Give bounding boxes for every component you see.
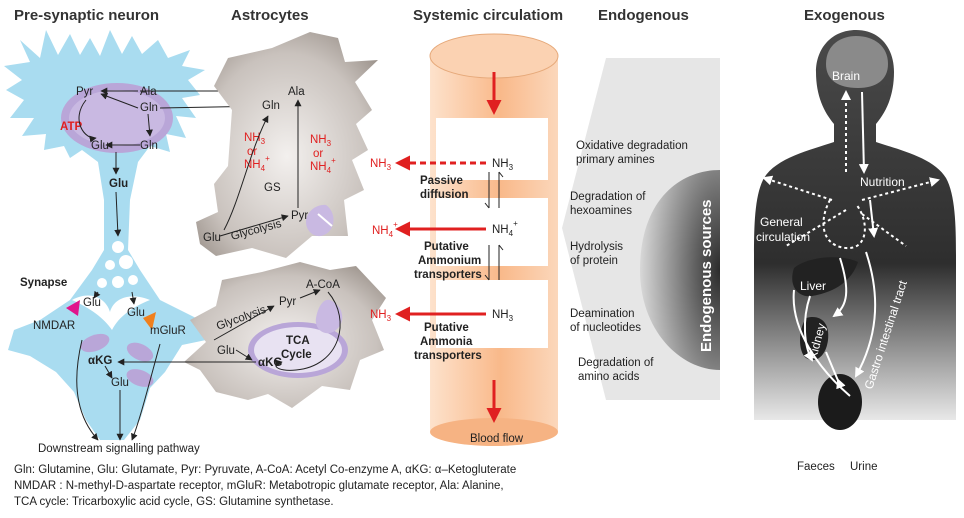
astro-bottom-acoa: A-CoA [306, 279, 340, 291]
ammonia-tr-1: Putative [424, 322, 469, 334]
neuron-pyr: Pyr [76, 86, 93, 98]
astro-top-nh3-a: NH3 [244, 132, 266, 146]
source-2a: Degradation of [570, 191, 646, 203]
blood-flow-label: Blood flow [470, 433, 524, 445]
synapse-label: Synapse [20, 277, 67, 289]
nutrition-label: Nutrition [860, 175, 905, 189]
endogenous-sources-label: Endogenous sources [698, 199, 715, 352]
neuron-gln-2: Gln [140, 140, 158, 152]
astro-bottom-pyr: Pyr [279, 296, 296, 308]
nh3-left-2: NH3 [370, 309, 392, 323]
nh4-right: NH4+ [492, 219, 518, 238]
legend-line-3: TCA cycle: Tricarboxylic acid cycle, GS:… [14, 496, 334, 508]
neuron-ala: Ala [140, 86, 157, 98]
neuron-glu-mid: Glu [127, 307, 145, 319]
neuron-glu-low: Glu [111, 377, 129, 389]
urine-label: Urine [850, 461, 877, 473]
downstream-label: Downstream signalling pathway [38, 443, 200, 455]
source-5a: Degradation of [578, 357, 654, 369]
abbreviation-legend: Gln: Glutamine, Glu: Glutamate, Pyr: Pyr… [14, 462, 954, 510]
astro-top-pyr: Pyr [291, 210, 308, 222]
ammonium-tr-2: Ammonium [418, 255, 481, 267]
header-endogenous: Endogenous [598, 7, 689, 24]
neuron-atp: ATP [60, 121, 82, 133]
gut-icon [818, 374, 862, 430]
header-exogenous: Exogenous [804, 7, 885, 24]
ammonia-tr-2: Ammonia [420, 336, 473, 348]
source-4a: Deamination [570, 308, 635, 320]
source-1a: Oxidative degradation [576, 140, 688, 152]
exogenous-body: Brain Nutrition General circulation Live… [754, 30, 956, 473]
ammonia-tr-3: transporters [414, 350, 482, 362]
general-circulation-1: General [760, 215, 803, 229]
systemic-vessel: NH3 NH3 Passive diffusion NH4+ NH4+ Puta… [370, 33, 559, 446]
brain-label: Brain [832, 69, 860, 83]
astro-top-nh3-b: NH3 [310, 134, 332, 148]
mglur-label: mGluR [150, 325, 186, 337]
tca-label-1: TCA [286, 335, 310, 347]
liver-label: Liver [800, 279, 826, 293]
astrocyte-top: Ala Gln NH3 or NH4+ NH3 or NH4+ GS Pyr G… [196, 32, 378, 258]
nh4-left: NH4+ [372, 220, 398, 239]
header-astrocytes: Astrocytes [231, 7, 309, 24]
nh3-left-1: NH3 [370, 158, 392, 172]
astrocyte-bottom: A-CoA Pyr Glycolysis TCA Cycle Glu αKG [117, 262, 386, 408]
astro-top-gs: GS [264, 182, 281, 194]
passive-label-1: Passive [420, 175, 463, 187]
source-3b: of protein [570, 255, 618, 267]
faeces-label: Faeces [797, 461, 835, 473]
neuron-akg: αKG [88, 355, 112, 367]
astro-top-nh4-b: NH4+ [310, 156, 336, 175]
astro-top-nh4-a: NH4+ [244, 154, 270, 173]
source-1b: primary amines [576, 154, 655, 166]
nmdar-label: NMDAR [33, 320, 75, 332]
passive-label-2: diffusion [420, 189, 469, 201]
astro-top-or-b: or [313, 148, 323, 160]
nh3-right-2: NH3 [492, 309, 514, 323]
neuron-gln-1: Gln [140, 102, 158, 114]
source-4b: of nucleotides [570, 322, 641, 334]
endogenous-sources-shape [640, 170, 720, 370]
ammonium-tr-3: transporters [414, 269, 482, 281]
astro-top-or-a: or [247, 146, 257, 158]
header-systemic: Systemic circulatiom [413, 7, 563, 24]
nmdar-receptor-icon [66, 300, 80, 316]
astro-top-gln: Gln [262, 100, 280, 112]
legend-line-2: NMDAR : N-methyl-D-aspartate receptor, m… [14, 480, 504, 492]
astro-top-glu: Glu [203, 232, 221, 244]
neuron-glu-1: Glu [91, 140, 109, 152]
legend-line-1: Gln: Glutamine, Glu: Glutamate, Pyr: Pyr… [14, 464, 517, 476]
endogenous-panel: Oxidative degradation primary amines Deg… [562, 58, 720, 400]
ammonium-tr-1: Putative [424, 241, 469, 253]
astro-top-ala: Ala [288, 86, 305, 98]
tca-label-2: Cycle [281, 349, 312, 361]
header-presynaptic: Pre-synaptic neuron [14, 7, 159, 24]
presynaptic-neuron: Pyr Ala Gln ATP Glu Gln Glu Synapse Glu … [4, 30, 266, 455]
mglur-receptor-icon [143, 312, 156, 330]
source-5b: amino acids [578, 371, 640, 383]
source-3a: Hydrolysis [570, 241, 623, 253]
source-2b: hexoamines [570, 205, 632, 217]
general-circulation-2: circulation [756, 230, 810, 244]
brain-icon [826, 36, 888, 88]
astro-bottom-glu: Glu [217, 345, 235, 357]
nh3-right-1: NH3 [492, 158, 514, 172]
neuron-glu-left: Glu [83, 297, 101, 309]
neuron-glu-bold: Glu [109, 178, 128, 190]
